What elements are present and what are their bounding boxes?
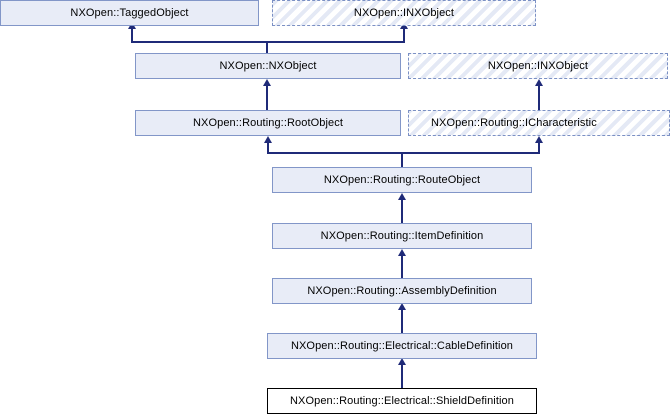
connector-shielddefinition-to-cabledefinition [401, 364, 403, 388]
class-node-shield-definition-current[interactable]: NXOpen::Routing::Electrical::ShieldDefin… [267, 388, 537, 414]
class-node-label: NXOpen::NXObject [219, 59, 317, 72]
connector-itemdefinition-to-routeobject [401, 199, 403, 223]
arrowhead-to-itemdefinition [398, 249, 406, 256]
connector-assemblydefinition-to-itemdefinition [401, 255, 403, 279]
arrowhead-to-routeobject [398, 193, 406, 200]
arrowhead-to-inxobject-second [535, 79, 543, 86]
class-node-root-object[interactable]: NXOpen::Routing::RootObject [135, 110, 401, 136]
class-node-tagged-object[interactable]: NXOpen::TaggedObject [0, 0, 259, 26]
interface-node-icharacteristic[interactable]: NXOpen::Routing::ICharacteristic [408, 110, 670, 136]
class-node-cable-definition[interactable]: NXOpen::Routing::Electrical::CableDefini… [267, 333, 537, 359]
arrowhead-to-icharacteristic [535, 136, 543, 143]
connector-routeobject-riser [401, 153, 403, 167]
connector-to-rootobject-stem [267, 142, 269, 153]
class-node-label: NXOpen::Routing::RouteObject [323, 173, 481, 186]
interface-node-label: NXOpen::INXObject [487, 59, 589, 72]
class-node-label: NXOpen::Routing::Electrical::ShieldDefin… [289, 394, 514, 407]
connector-to-icharacteristic-stem [538, 142, 540, 153]
connector-cabledefinition-to-assemblydefinition [401, 309, 403, 334]
class-node-assembly-definition[interactable]: NXOpen::Routing::AssemblyDefinition [272, 278, 532, 304]
class-node-label: NXOpen::Routing::ItemDefinition [320, 229, 484, 242]
class-node-label: NXOpen::Routing::RootObject [192, 116, 344, 129]
connector-nxobject-riser [266, 42, 268, 54]
class-node-label: NXOpen::Routing::AssemblyDefinition [307, 284, 497, 297]
connector-routeobject-crossbar [267, 152, 540, 154]
class-node-item-definition[interactable]: NXOpen::Routing::ItemDefinition [272, 223, 532, 249]
arrowhead-to-rootobject [264, 136, 272, 143]
class-node-label: NXOpen::TaggedObject [70, 6, 189, 19]
arrowhead-to-assemblydefinition [398, 303, 406, 310]
interface-node-inxobject-second[interactable]: NXOpen::INXObject [408, 53, 668, 79]
connector-rootobject-to-nxobject [266, 85, 268, 110]
arrowhead-to-nxobject [263, 79, 271, 86]
interface-node-label: NXOpen::Routing::ICharacteristic [431, 116, 597, 129]
class-node-nxobject[interactable]: NXOpen::NXObject [135, 53, 401, 79]
interface-node-label: NXOpen::INXObject [353, 6, 455, 19]
connector-nxobject-crossbar [131, 41, 405, 43]
arrowhead-to-cabledefinition [398, 358, 406, 365]
connector-to-taggedobject-stem [131, 28, 133, 42]
connector-rootobject-to-inxobject-second [538, 85, 540, 110]
connector-to-inxobject-top-stem [403, 28, 405, 42]
class-node-route-object[interactable]: NXOpen::Routing::RouteObject [272, 167, 532, 193]
class-node-label: NXOpen::Routing::Electrical::CableDefini… [290, 339, 514, 352]
interface-node-inxobject-top[interactable]: NXOpen::INXObject [272, 0, 536, 26]
